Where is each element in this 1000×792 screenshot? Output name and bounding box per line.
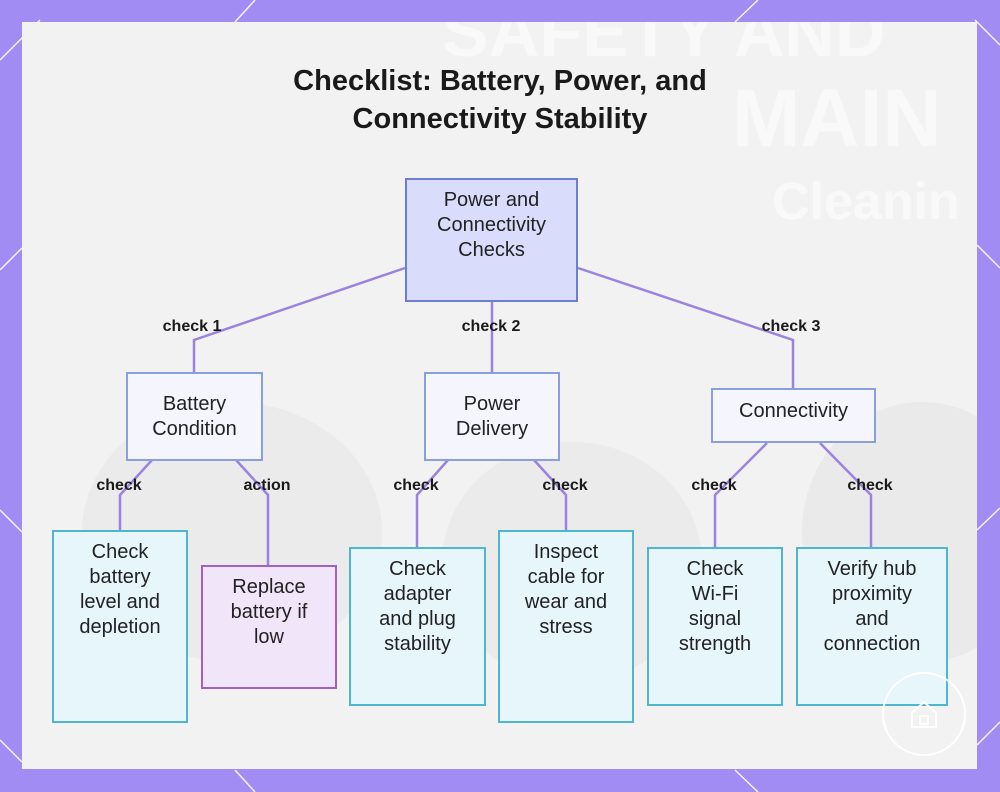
home-icon [911,700,937,728]
edge-label-battery-check: check [96,477,142,494]
node-connectivity: Connectivity [711,388,876,443]
node-replace-battery: Replace battery if low [201,565,337,689]
node-battery-condition: Battery Condition [126,372,263,461]
node-text-line: depletion [79,616,161,638]
watermark-line1: SAFETY AND [442,22,886,71]
node-text-line: proximity [831,583,912,605]
node-text-line: Replace [232,576,306,598]
edge-label-power-check-a: check [393,477,439,494]
node-text-line: Power and [443,189,540,211]
node-text-line: cable for [527,566,605,588]
node-text-line: Verify hub [827,558,917,580]
home-badge [882,672,966,756]
node-text-line: and [855,608,889,630]
node-text-line: Connectivity [437,214,546,236]
edge-label-battery-action: action [243,477,291,494]
node-text-line: Connectivity [739,400,848,422]
node-text-line: adapter [383,583,452,605]
node-text-line: wear and [524,591,608,613]
node-check-wifi: Check Wi-Fi signal strength [647,547,783,706]
node-text-line: strength [678,633,752,655]
node-text-line: Check [91,541,149,563]
node-inspect-cable: Inspect cable for wear and stress [498,530,634,723]
node-text-line: Wi-Fi [691,583,739,605]
watermark-line3: Cleanin [772,173,960,231]
node-text-line: signal [688,608,742,630]
edge-label-conn-check-a: check [691,477,737,494]
node-text-line: connection [823,633,921,655]
node-text-line: Checks [458,239,525,261]
node-text-line: battery if [230,601,308,623]
node-power-connectivity-checks: Power and Connectivity Checks [405,178,578,302]
node-text-line: Check [686,558,744,580]
node-text-line: Check [389,558,446,580]
node-power-delivery: Power Delivery [424,372,560,461]
node-text-line: stress [539,616,593,638]
node-text-line: Power [463,392,521,415]
watermark-line2: MAIN [732,73,942,164]
node-check-battery-level: Check battery level and depletion [52,530,188,723]
node-text-line: Inspect [533,541,599,563]
edge-label-check-2: check 2 [461,318,521,335]
node-text-line: battery [89,566,151,588]
title-line2: Connectivity Stability [352,103,648,135]
node-text-line: and plug [379,608,456,630]
title-line1: Checklist: Battery, Power, and [293,65,707,97]
edge-label-power-check-b: check [542,477,588,494]
node-text-line: level and [79,591,161,613]
diagram-title: Checklist: Battery, Power, and Connectiv… [200,62,800,138]
node-text-line: Battery [162,392,227,415]
node-check-adapter: Check adapter and plug stability [349,547,486,706]
node-text-line: stability [384,633,451,655]
node-text-line: Condition [152,417,237,440]
edge-label-check-1: check 1 [162,318,222,335]
edge-label-conn-check-b: check [847,477,893,494]
edge-label-check-3: check 3 [761,318,821,335]
node-text-line: Delivery [455,417,529,440]
node-text-line: low [253,626,284,648]
